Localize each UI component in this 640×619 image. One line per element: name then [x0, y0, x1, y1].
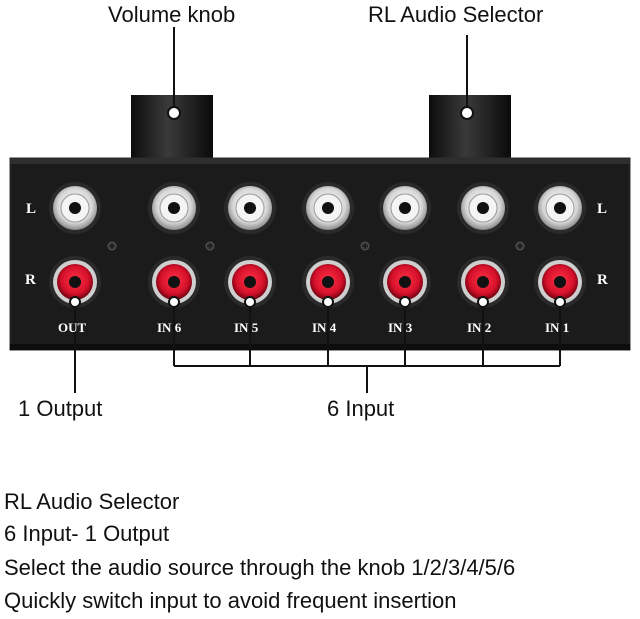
jack-red-in5 [224, 256, 276, 308]
jack-white-in6 [148, 182, 200, 234]
right-channel-label-left: R [25, 272, 36, 288]
jack-white-in1 [534, 182, 586, 234]
port-label-in3: IN 3 [388, 320, 413, 335]
port-label-in4: IN 4 [312, 320, 337, 335]
jack-red-in4 [302, 256, 354, 308]
jack-red-in3 [379, 256, 431, 308]
selector-knob [429, 95, 511, 159]
screw-icon [515, 241, 525, 251]
description-line-2: 6 Input- 1 Output [4, 521, 170, 546]
screw-icon [107, 241, 117, 251]
jack-white-out [49, 182, 101, 234]
jack-red-in1 [534, 256, 586, 308]
output-callout: 1 Output [18, 396, 103, 421]
jack-white-in2 [457, 182, 509, 234]
jack-white-in4 [302, 182, 354, 234]
jack-red-out [49, 256, 101, 308]
left-channel-label-right: L [597, 201, 608, 217]
description-line-1: RL Audio Selector [4, 489, 180, 514]
jack-white-in3 [379, 182, 431, 234]
volume-knob-callout: Volume knob [108, 2, 236, 27]
port-label-in2: IN 2 [467, 320, 492, 335]
jack-white-in5 [224, 182, 276, 234]
jack-red-in2 [457, 256, 509, 308]
selector-callout: RL Audio Selector [368, 2, 544, 27]
left-channel-label-left: L [26, 201, 37, 217]
screw-icon [360, 241, 370, 251]
jack-red-in6 [148, 256, 200, 308]
screw-icon [205, 241, 215, 251]
input-callout: 6 Input [327, 396, 395, 421]
port-label-in6: IN 6 [157, 320, 182, 335]
description-line-3: Select the audio source through the knob… [4, 555, 516, 580]
port-label-in1: IN 1 [545, 320, 570, 335]
port-label-in5: IN 5 [234, 320, 259, 335]
right-channel-label-right: R [597, 272, 608, 288]
port-label-out: OUT [58, 320, 87, 335]
description-line-4: Quickly switch input to avoid frequent i… [4, 588, 457, 613]
volume-knob [131, 95, 213, 159]
